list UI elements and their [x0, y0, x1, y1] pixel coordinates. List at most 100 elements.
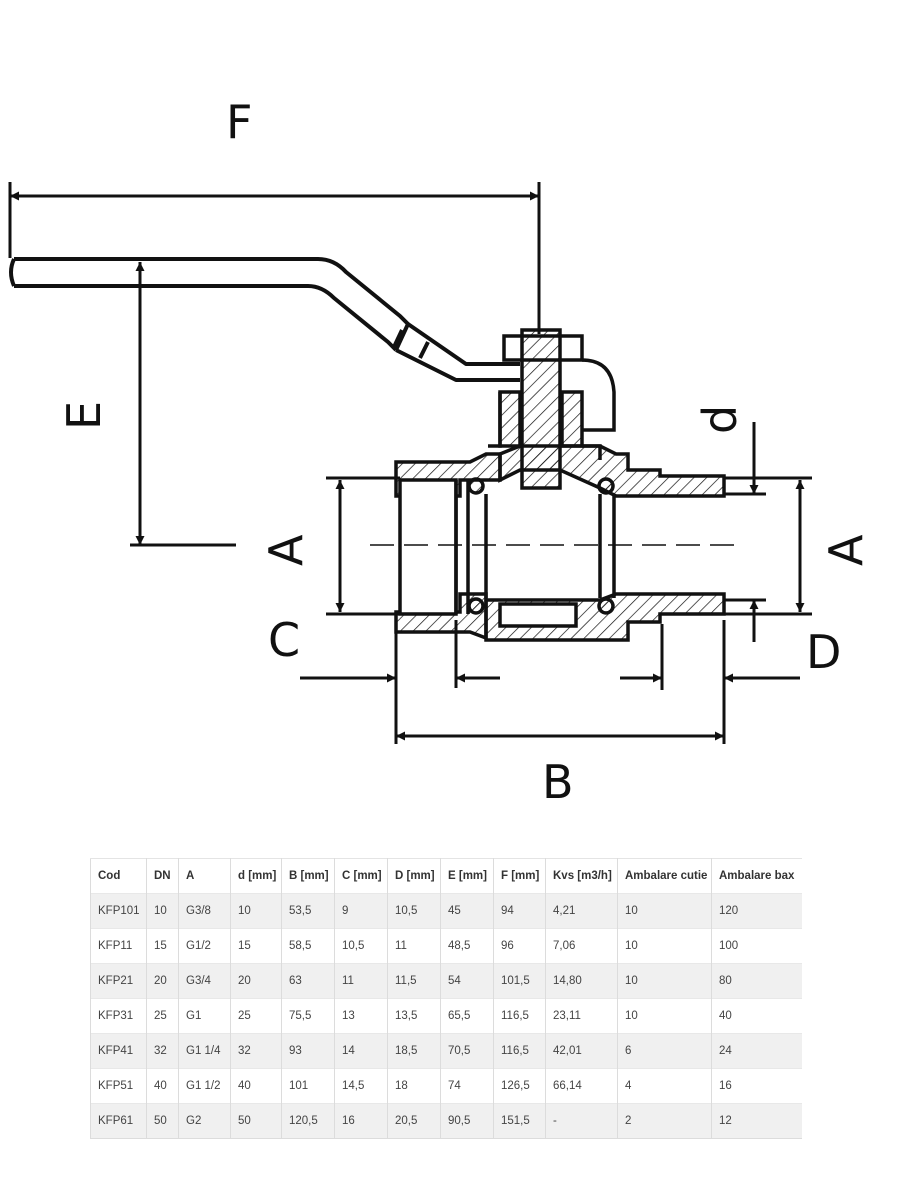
dimension-label-d: d — [693, 405, 747, 434]
table-cell: 74 — [440, 1068, 494, 1104]
dimension-label-C: C — [268, 613, 300, 667]
column-header: B [mm] — [281, 858, 335, 894]
dimension-label-A-right: A — [819, 534, 873, 566]
table-cell: 4,21 — [545, 893, 618, 929]
table-cell: 11,5 — [387, 963, 441, 999]
table-cell: 32 — [146, 1033, 179, 1069]
table-cell: KFP21 — [90, 963, 147, 999]
table-cell: 9 — [334, 893, 388, 929]
table-cell: 45 — [440, 893, 494, 929]
column-header: Ambalare bax — [711, 858, 802, 894]
table-cell: 20,5 — [387, 1103, 441, 1139]
column-header: DN — [146, 858, 179, 894]
table-cell: G3/4 — [178, 963, 231, 999]
table-cell: 40 — [146, 1068, 179, 1104]
dimension-label-B: B — [542, 755, 574, 809]
column-header: A — [178, 858, 231, 894]
dimension-d — [724, 422, 766, 642]
column-header: F [mm] — [493, 858, 546, 894]
table-cell: 54 — [440, 963, 494, 999]
dimension-F — [8, 182, 541, 334]
table-cell: 25 — [230, 998, 282, 1034]
column-header: C [mm] — [334, 858, 388, 894]
table-cell: 2 — [617, 1103, 712, 1139]
table-cell: 11 — [334, 963, 388, 999]
table-cell: 10 — [617, 998, 712, 1034]
valve-body — [394, 444, 726, 642]
table-cell: 80 — [711, 963, 802, 999]
table-cell: KFP41 — [90, 1033, 147, 1069]
table-cell: 116,5 — [493, 1033, 546, 1069]
table-cell: 15 — [146, 928, 179, 964]
table-cell: KFP101 — [90, 893, 147, 929]
table-cell: 18 — [387, 1068, 441, 1104]
column-header: E [mm] — [440, 858, 494, 894]
table-cell: 53,5 — [281, 893, 335, 929]
table-cell: 58,5 — [281, 928, 335, 964]
table-cell: 14,80 — [545, 963, 618, 999]
table-cell: KFP61 — [90, 1103, 147, 1139]
table-cell: 15 — [230, 928, 282, 964]
table-cell: 24 — [711, 1033, 802, 1069]
table-cell: 12 — [711, 1103, 802, 1139]
table-cell: 94 — [493, 893, 546, 929]
table-cell: 90,5 — [440, 1103, 494, 1139]
table-cell: 14,5 — [334, 1068, 388, 1104]
dimension-C — [300, 620, 500, 744]
column-header: Ambalare cutie — [617, 858, 712, 894]
column-header: Kvs [m3/h] — [545, 858, 618, 894]
table-cell: 10,5 — [387, 893, 441, 929]
dimension-A-right — [724, 476, 812, 616]
table-cell: 25 — [146, 998, 179, 1034]
table-cell: G3/8 — [178, 893, 231, 929]
table-cell: 151,5 — [493, 1103, 546, 1139]
table-cell: 50 — [230, 1103, 282, 1139]
table-cell: 10 — [617, 963, 712, 999]
table-cell: 42,01 — [545, 1033, 618, 1069]
table-cell: 10 — [230, 893, 282, 929]
table-cell: 48,5 — [440, 928, 494, 964]
dimension-E — [130, 262, 236, 547]
dimension-A-left — [326, 476, 400, 616]
table-cell: 75,5 — [281, 998, 335, 1034]
dimension-label-E: E — [57, 401, 111, 430]
table-cell: 23,11 — [545, 998, 618, 1034]
table-cell: 100 — [711, 928, 802, 964]
table-cell: G1 1/2 — [178, 1068, 231, 1104]
table-cell: 66,14 — [545, 1068, 618, 1104]
table-cell: 10 — [617, 928, 712, 964]
table-cell: 11 — [387, 928, 441, 964]
table-cell: 14 — [334, 1033, 388, 1069]
table-cell: 70,5 — [440, 1033, 494, 1069]
table-cell: 16 — [334, 1103, 388, 1139]
table-cell: 101 — [281, 1068, 335, 1104]
dimension-label-F: F — [226, 95, 252, 149]
table-cell: 20 — [146, 963, 179, 999]
table-cell: KFP11 — [90, 928, 147, 964]
table-cell: 96 — [493, 928, 546, 964]
table-cell: KFP51 — [90, 1068, 147, 1104]
table-cell: 120 — [711, 893, 802, 929]
table-cell: 126,5 — [493, 1068, 546, 1104]
table-cell: 50 — [146, 1103, 179, 1139]
table-cell: G2 — [178, 1103, 231, 1139]
table-cell: 16 — [711, 1068, 802, 1104]
table-cell: 40 — [230, 1068, 282, 1104]
table-cell: 10,5 — [334, 928, 388, 964]
table-cell: 65,5 — [440, 998, 494, 1034]
dimension-D — [620, 620, 800, 744]
table-cell: KFP31 — [90, 998, 147, 1034]
table-cell: 20 — [230, 963, 282, 999]
table-cell: 10 — [146, 893, 179, 929]
table-cell: 4 — [617, 1068, 712, 1104]
table-cell: 18,5 — [387, 1033, 441, 1069]
